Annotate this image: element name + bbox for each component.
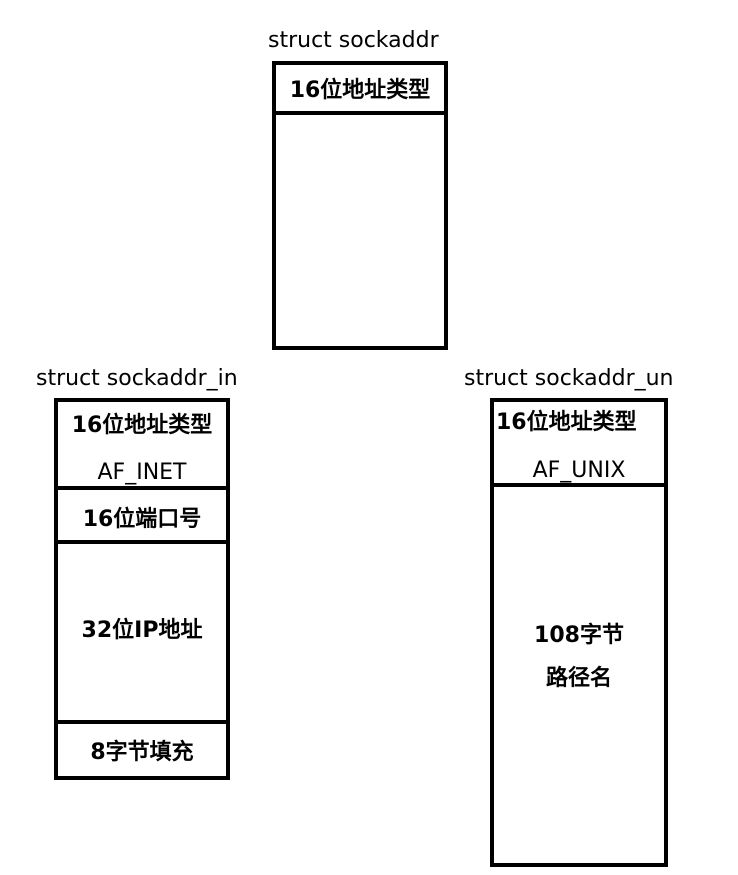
sockaddr-divider (276, 111, 444, 115)
sockaddr-in-ip-field: 32位IP地址 (81, 618, 203, 643)
sockaddr-addr-type-field: 16位地址类型 (289, 78, 431, 103)
sockaddr-in-divider-2 (58, 540, 226, 544)
sockaddr-in-family-value: AF_INET (97, 460, 187, 485)
sockaddr-in-divider-1 (58, 486, 226, 490)
sockaddr-un-struct-box: 16位地址类型 AF_UNIX 108字节 路径名 (490, 398, 668, 867)
sockaddr-un-path-size-label: 108字节 (534, 623, 624, 648)
sockaddr-in-struct-box: 16位地址类型 AF_INET 16位端口号 32位IP地址 8字节填充 (54, 398, 230, 780)
sockaddr-title: struct sockaddr (268, 28, 439, 53)
sockaddr-in-title: struct sockaddr_in (36, 366, 238, 391)
sockaddr-in-addr-type-field: 16位地址类型 (71, 413, 213, 438)
sockaddr-un-path-name-label: 路径名 (545, 666, 612, 691)
sockaddr-un-title: struct sockaddr_un (464, 366, 674, 391)
sockaddr-struct-box: 16位地址类型 (272, 61, 448, 350)
sockaddr-in-divider-3 (58, 720, 226, 724)
sockaddr-un-family-value: AF_UNIX (532, 458, 626, 483)
sockaddr-in-padding-field: 8字节填充 (90, 740, 194, 765)
sockaddr-un-addr-type-field: 16位地址类型 (496, 410, 637, 435)
sockaddr-in-port-field: 16位端口号 (82, 507, 202, 532)
sockaddr-un-divider (494, 483, 664, 487)
